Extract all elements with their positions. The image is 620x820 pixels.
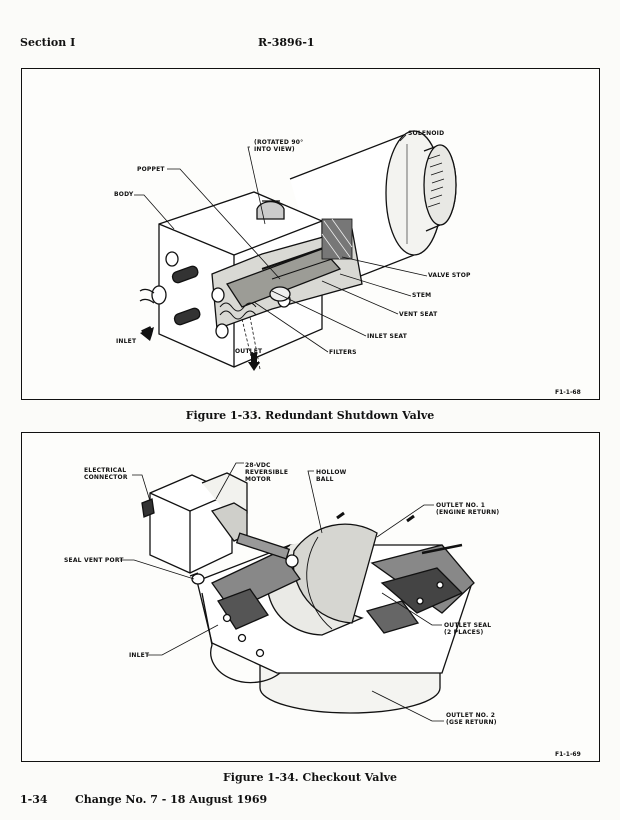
label-solenoid: SOLENOID <box>408 130 445 137</box>
label-filters: FILTERS <box>329 349 357 356</box>
figure-1-34-frame: ELECTRICAL CONNECTOR 28-VDC REVERSIBLE M… <box>21 432 600 762</box>
redundant-shutdown-valve-illustration <box>134 130 457 371</box>
figure-1-33-frame: (ROTATED 90° INTO VIEW) SOLENOID POPPET … <box>21 68 600 400</box>
label-outlet: OUTLET <box>235 348 263 355</box>
label-outlet-no-2: OUTLET NO. 2 (GSE RETURN) <box>446 712 497 726</box>
change-notice: Change No. 7 - 18 August 1969 <box>75 793 268 806</box>
figure-1-34-caption: Figure 1-34. Checkout Valve <box>222 771 398 784</box>
page-number: 1-34 <box>20 793 48 806</box>
label-seal-vent-port: SEAL VENT PORT <box>64 557 124 564</box>
label-electrical-connector: ELECTRICAL CONNECTOR <box>84 467 128 481</box>
label-body: BODY <box>114 191 134 198</box>
label-motor: 28-VDC REVERSIBLE MOTOR <box>245 462 289 483</box>
label-outlet-seal: OUTLET SEAL (2 PLACES) <box>444 622 492 636</box>
label-vent-seat: VENT SEAT <box>399 311 438 318</box>
document-number: R-3896-1 <box>258 36 315 49</box>
label-inlet: INLET <box>116 338 137 345</box>
figure-1-33-caption: Figure 1-33. Redundant Shutdown Valve <box>185 409 435 422</box>
figure-id-68: F1-1-68 <box>555 389 581 396</box>
label-inlet-2: INLET <box>129 652 150 659</box>
label-valve-stop: VALVE STOP <box>428 272 471 279</box>
label-outlet-no-1: OUTLET NO. 1 (ENGINE RETURN) <box>436 502 500 516</box>
label-rotated: (ROTATED 90° INTO VIEW) <box>254 139 304 153</box>
label-stem: STEM <box>412 292 432 299</box>
label-hollow-ball: HOLLOW BALL <box>316 469 347 483</box>
checkout-valve-illustration <box>120 462 475 722</box>
label-poppet: POPPET <box>137 166 165 173</box>
label-inlet-seat: INLET SEAT <box>367 333 408 340</box>
section-label: Section I <box>20 36 76 49</box>
figure-id-69: F1-1-69 <box>555 751 581 758</box>
